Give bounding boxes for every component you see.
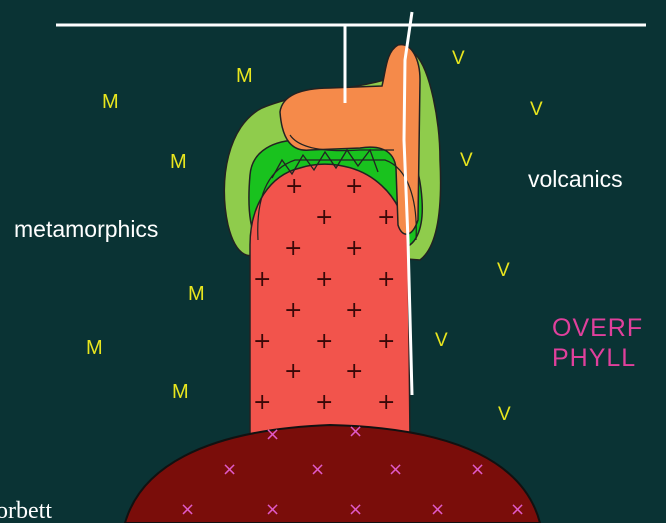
deep-cross: × [510,499,525,520]
granite-plus: + [345,359,363,384]
granite-plus: + [285,174,303,199]
deep-cross: × [470,459,485,480]
granite-plus: + [377,390,395,415]
deep-cross: × [348,499,363,520]
granite-plus: + [315,390,333,415]
metamorphic-m: M [86,337,103,359]
overflow-label-line1: OVERF [552,314,643,342]
deep-cross: × [388,459,403,480]
metamorphic-m: M [170,151,187,173]
granite-plus: + [377,205,395,230]
granite-plus: + [315,205,333,230]
deep-cross: × [348,421,363,442]
metamorphic-m: M [188,283,205,305]
granite-plus: + [253,390,271,415]
granite-plus: + [315,329,333,354]
metamorphics-label: metamorphics [14,216,158,242]
deep-cross: × [180,499,195,520]
deep-cross: × [430,499,445,520]
credit-text: orbett [0,498,52,523]
granite-plus: + [284,359,302,384]
metamorphic-m: M [236,65,253,87]
overflow-label-line2: PHYLL [552,344,636,372]
granite-plus: + [284,236,302,261]
volcanic-symbols: V V V V V V [435,48,543,425]
granite-plus: + [377,267,395,292]
granite-plus: + [345,236,363,261]
granite-plus: + [345,174,363,199]
deep-cross: × [222,459,237,480]
granite-plus: + [253,267,271,292]
deep-cross: × [265,499,280,520]
volcanics-label: volcanics [528,166,623,192]
deep-cross: × [310,459,325,480]
deep-cross: × [265,424,280,445]
volcanic-v: V [497,260,510,281]
granite-plus: + [377,329,395,354]
granite-plus: + [315,267,333,292]
volcanic-v: V [530,99,543,120]
metamorphic-m: M [102,91,119,113]
granite-plus: + [284,298,302,323]
volcanic-v: V [498,404,511,425]
granite-plus: + [253,329,271,354]
volcanic-v: V [452,48,465,69]
metamorphic-m: M [172,381,189,403]
granite-plus: + [345,298,363,323]
volcanic-v: V [435,330,448,351]
volcanic-v: V [460,150,473,171]
